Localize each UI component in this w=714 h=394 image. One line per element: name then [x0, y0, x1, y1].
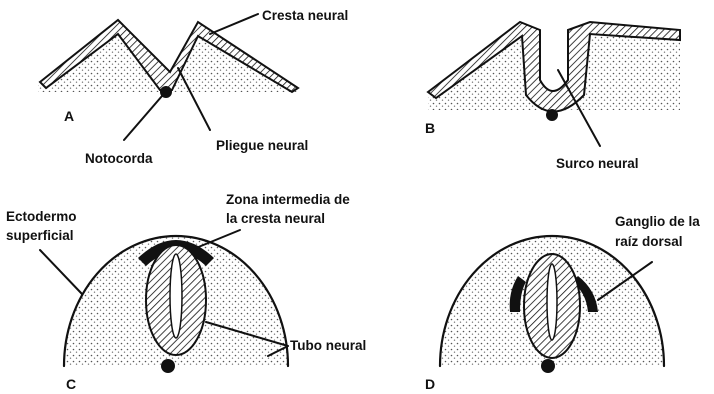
label-pliegue-neural: Pliegue neural	[216, 138, 308, 153]
leader-ectodermo	[40, 250, 82, 294]
panel-c-neural-canal	[170, 254, 182, 338]
panel-d-notochord	[541, 359, 555, 373]
panel-a	[38, 14, 300, 140]
label-notocorda: Notocorda	[85, 151, 153, 166]
label-zona-intermedia: Zona intermedia de	[226, 192, 350, 207]
panel-d-neural-canal	[547, 264, 557, 340]
panel-b	[428, 22, 680, 146]
label-superficial: superficial	[6, 228, 74, 243]
panel-letter-b: B	[425, 120, 435, 136]
label-ganglio: Ganglio de la	[615, 214, 700, 229]
label-tubo-neural: Tubo neural	[290, 338, 366, 353]
panel-c-notochord	[161, 359, 175, 373]
panel-letter-d: D	[425, 376, 435, 392]
label-la-cresta-neural: la cresta neural	[226, 211, 325, 226]
label-surco-neural: Surco neural	[556, 156, 639, 171]
panel-d	[440, 236, 664, 373]
leader-notocorda	[124, 96, 162, 140]
label-raiz-dorsal: raíz dorsal	[615, 234, 683, 249]
label-ectodermo: Ectodermo	[6, 209, 77, 224]
panel-b-notochord	[546, 109, 558, 121]
leader-cresta-neural	[210, 14, 258, 34]
label-cresta-neural: Cresta neural	[262, 8, 348, 23]
panel-letter-a: A	[64, 108, 74, 124]
panel-c	[40, 230, 288, 373]
panel-letter-c: C	[66, 376, 76, 392]
